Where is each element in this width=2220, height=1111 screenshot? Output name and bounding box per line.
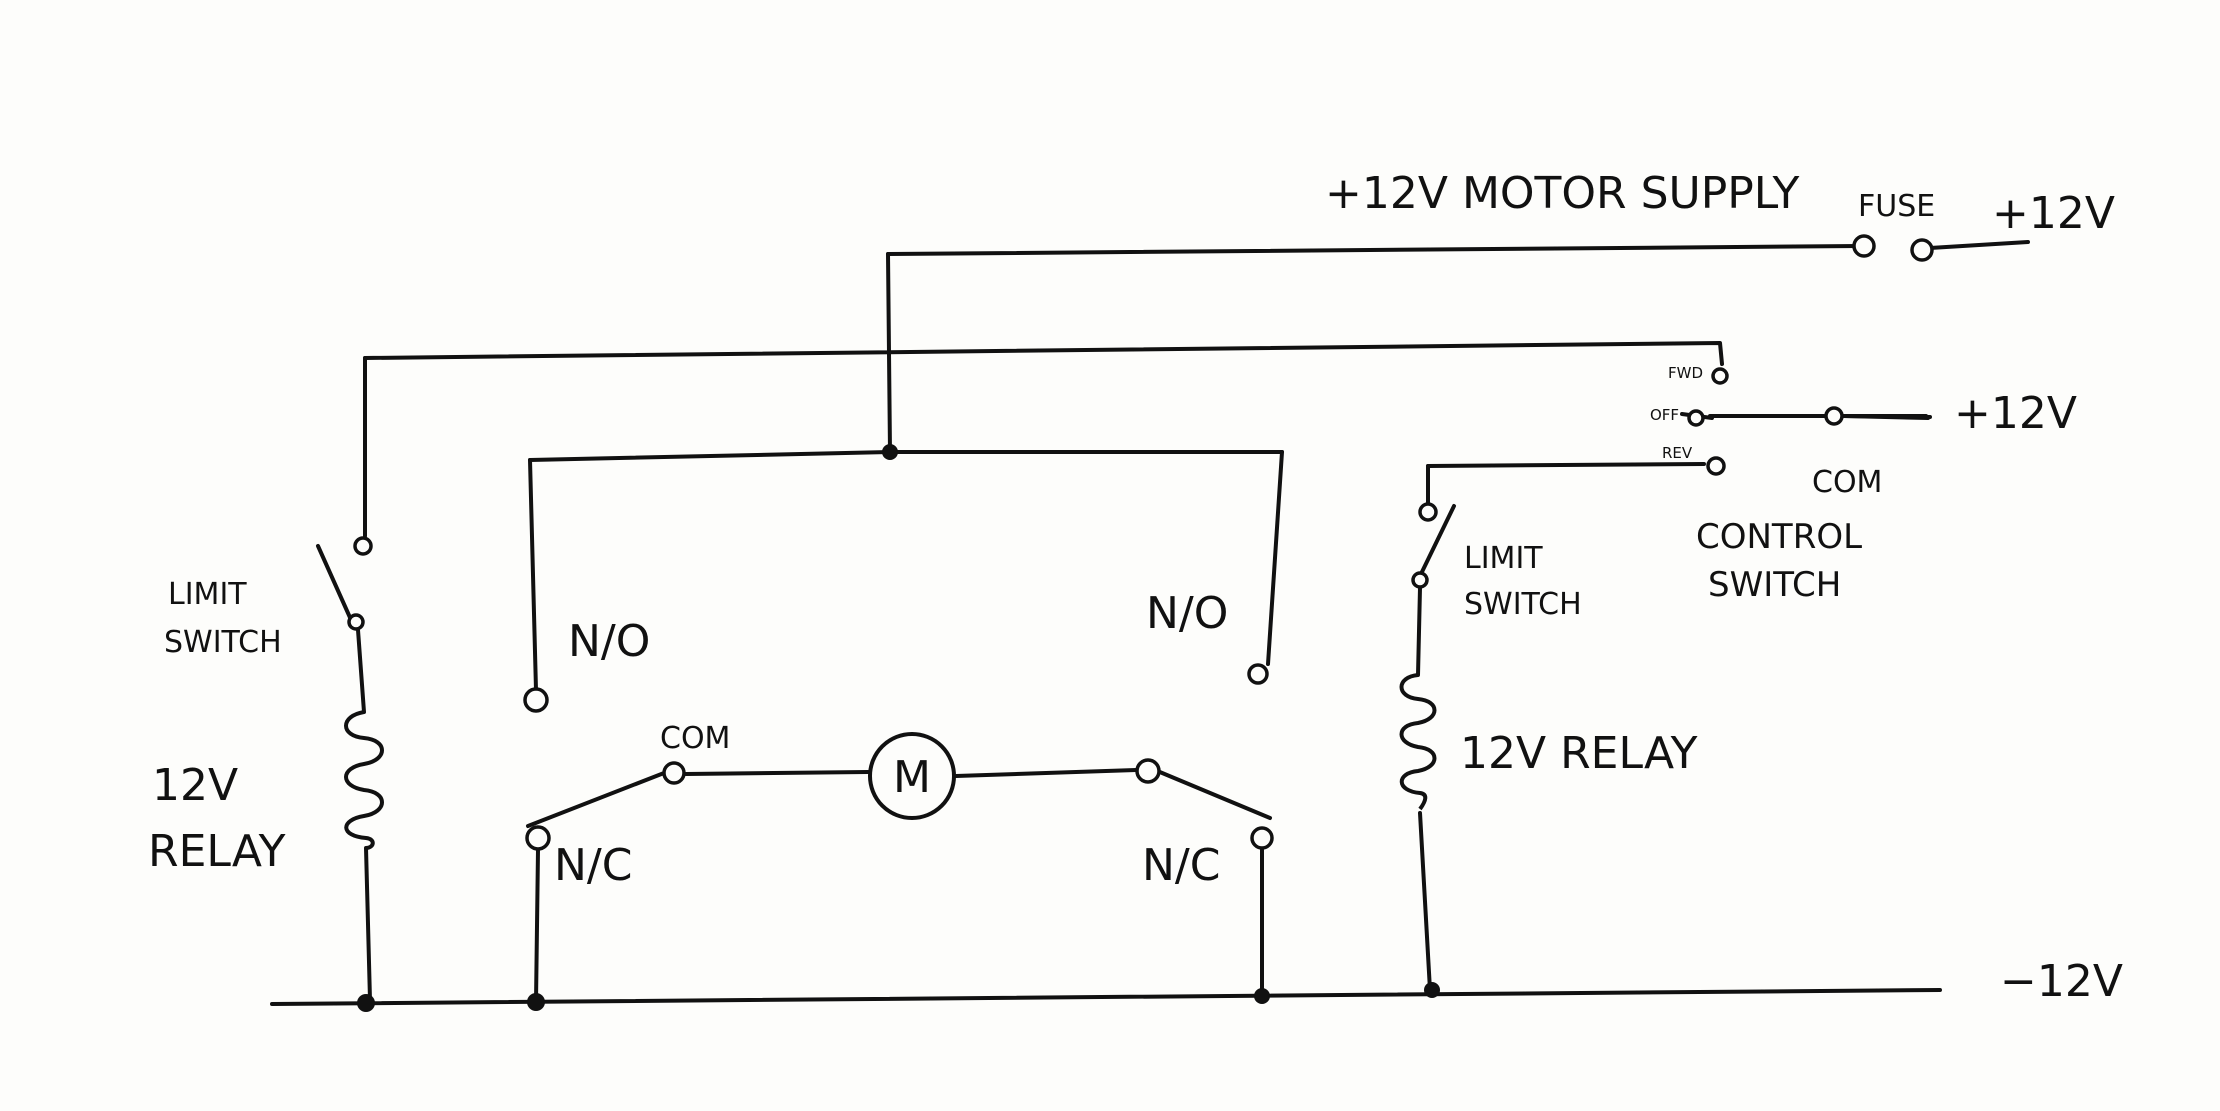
com-supply-wire <box>1842 414 1932 419</box>
motor-supply-label: +12V MOTOR SUPPLY <box>1325 168 1799 219</box>
rev-line-wire <box>1426 462 1706 468</box>
nc-left-label: N/C <box>554 840 632 891</box>
terminals <box>347 234 1934 851</box>
relay-left-label-1: 12V <box>152 760 238 811</box>
relay-bus-wire <box>528 450 1284 462</box>
no-right-label: N/O <box>1146 588 1228 639</box>
ground-junction-1 <box>357 994 375 1012</box>
com-terminal <box>1824 406 1844 426</box>
limit-right-label-1: LIMIT <box>1464 541 1543 576</box>
fwd-label: FWD <box>1668 364 1703 382</box>
motor-left-wire <box>684 770 870 776</box>
left-relay-wire <box>356 628 372 1002</box>
no-left-terminal <box>523 687 549 713</box>
com-right-terminal <box>1135 758 1161 784</box>
com-left-label: COM <box>660 721 730 756</box>
off-terminal <box>1687 409 1705 427</box>
nc-right-label: N/C <box>1142 840 1220 891</box>
nc-left-wire <box>534 848 540 1004</box>
control-switch-label-1: CONTROL <box>1696 517 1862 557</box>
fuse-out-line <box>1928 240 2030 250</box>
nc-right-terminal <box>1250 826 1274 850</box>
no-left-wire <box>528 458 538 692</box>
right-relay-coil <box>1399 673 1437 811</box>
wires <box>270 240 2030 1006</box>
supply-top-label: +12V <box>1992 188 2115 239</box>
motor-supply-line <box>886 244 1862 256</box>
com-left-lever <box>526 771 666 828</box>
supply-ctrl-label: +12V <box>1954 388 2077 439</box>
right-limit-bottom-terminal <box>1411 571 1429 589</box>
ground-label: −12V <box>2000 956 2123 1007</box>
com-right-lever <box>1153 768 1272 820</box>
motor-label: M <box>893 752 931 803</box>
limit-right-label-2: SWITCH <box>1464 587 1582 622</box>
left-limit-lever <box>316 544 354 624</box>
com-left-terminal <box>662 761 686 785</box>
motor: M <box>868 732 956 820</box>
supply-junction-dot <box>882 444 898 460</box>
fuse-label: FUSE <box>1858 189 1935 224</box>
right-limit-top-terminal <box>1418 502 1438 522</box>
control-switch-label-2: SWITCH <box>1708 565 1841 605</box>
motor-circle <box>868 732 956 820</box>
right-relay-wire <box>1416 586 1432 992</box>
left-limit-top-terminal <box>353 536 373 556</box>
relay-right-label: 12V RELAY <box>1460 728 1698 779</box>
rev-terminal <box>1706 456 1726 476</box>
fuse-terminal-left <box>1852 234 1876 258</box>
labels: +12V MOTOR SUPPLY FUSE +12V +12V −12V FW… <box>148 168 2123 1007</box>
no-left-label: N/O <box>568 616 650 667</box>
ground-junction-2 <box>527 993 545 1011</box>
off-label: OFF <box>1650 406 1679 424</box>
limit-left-label-1: LIMIT <box>168 577 247 612</box>
no-right-terminal <box>1247 663 1269 685</box>
fwd-terminal <box>1711 367 1729 385</box>
relay-left-label-2: RELAY <box>148 826 286 877</box>
fwd-line-wire <box>363 341 1724 366</box>
nc-left-terminal <box>525 825 551 851</box>
right-limit-lever <box>1418 504 1456 578</box>
ground-junction-3 <box>1254 988 1270 1004</box>
junctions <box>357 444 1440 1012</box>
rev-label: REV <box>1662 444 1693 462</box>
limit-left-label-2: SWITCH <box>164 625 282 660</box>
com-ctrl-label: COM <box>1812 465 1882 500</box>
ground-junction-4 <box>1424 982 1440 998</box>
fuse-terminal-right <box>1910 238 1934 262</box>
left-relay-coil <box>344 710 384 850</box>
ground-rail <box>270 988 1942 1006</box>
no-right-wire <box>1266 450 1284 666</box>
motor-right-wire <box>954 768 1138 778</box>
left-limit-bottom-terminal <box>347 613 365 631</box>
